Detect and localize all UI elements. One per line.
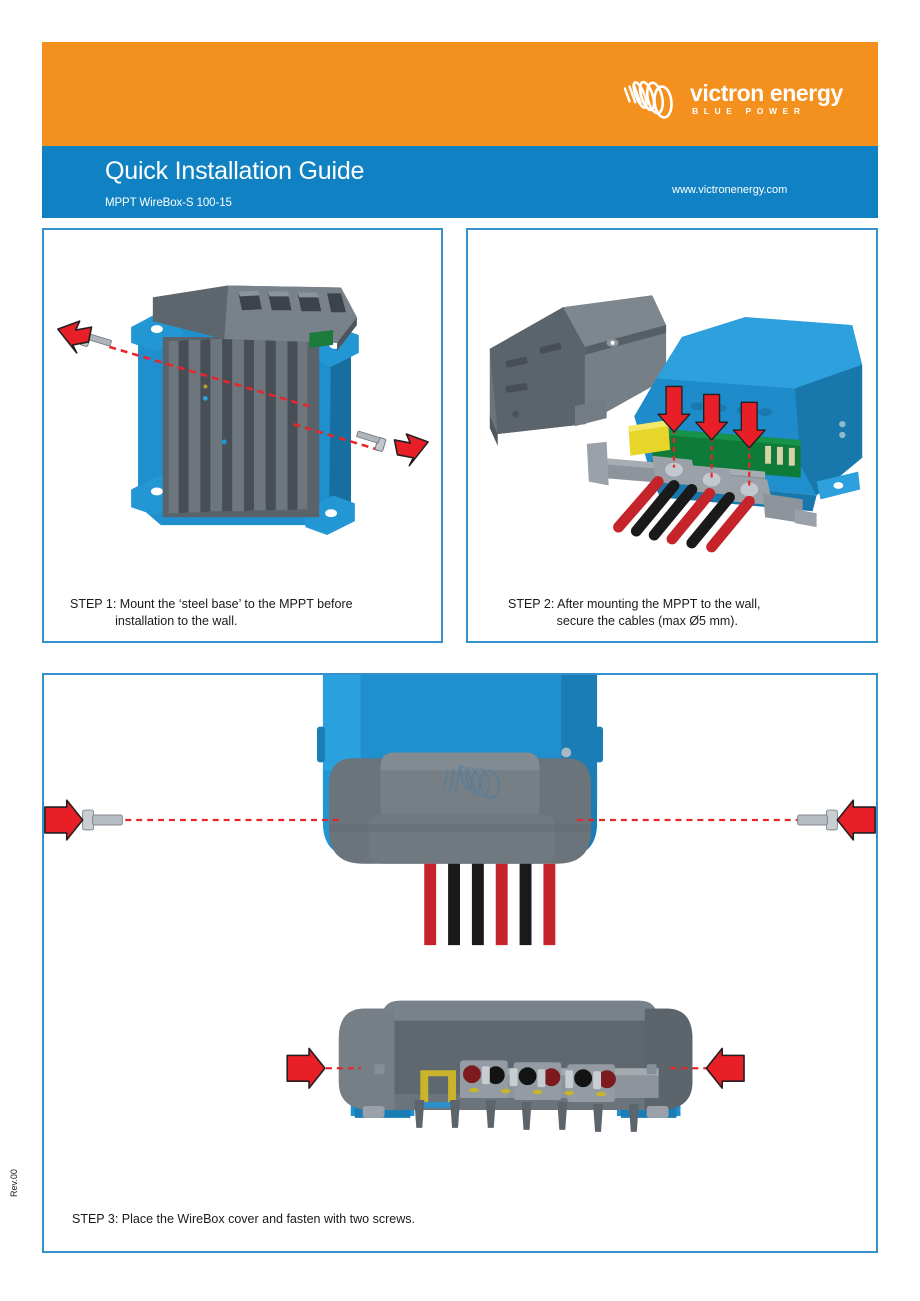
- step2-caption: STEP 2: After mounting the MPPT to the w…: [508, 597, 761, 628]
- header-orange-band: [42, 42, 878, 146]
- step1-illustration: [44, 230, 441, 641]
- victron-energy-logo: victron energy BLUE POWER: [623, 78, 843, 122]
- step3-illustration: [44, 675, 876, 1251]
- page-subtitle: MPPT WireBox-S 100-15: [105, 197, 232, 209]
- step2-panel: [466, 228, 878, 643]
- logo-tagline: BLUE POWER: [692, 106, 806, 116]
- step1-panel: [42, 228, 443, 643]
- arrow: [393, 433, 429, 467]
- header-blue-band: [42, 146, 878, 218]
- victron-swoosh-icon: [623, 79, 686, 121]
- step3-caption: STEP 3: Place the WireBox cover and fast…: [72, 1212, 415, 1226]
- page-title: Quick Installation Guide: [105, 157, 365, 185]
- arrow: [57, 320, 93, 354]
- step1-caption: STEP 1: Mount the ‘steel base’ to the MP…: [70, 597, 353, 628]
- revision-label: Rev.00: [9, 1169, 19, 1197]
- step2-illustration: [468, 230, 876, 641]
- logo-wordmark: victron energy: [690, 80, 843, 106]
- step3-panel: [42, 673, 878, 1253]
- website-url: www.victronenergy.com: [672, 184, 788, 196]
